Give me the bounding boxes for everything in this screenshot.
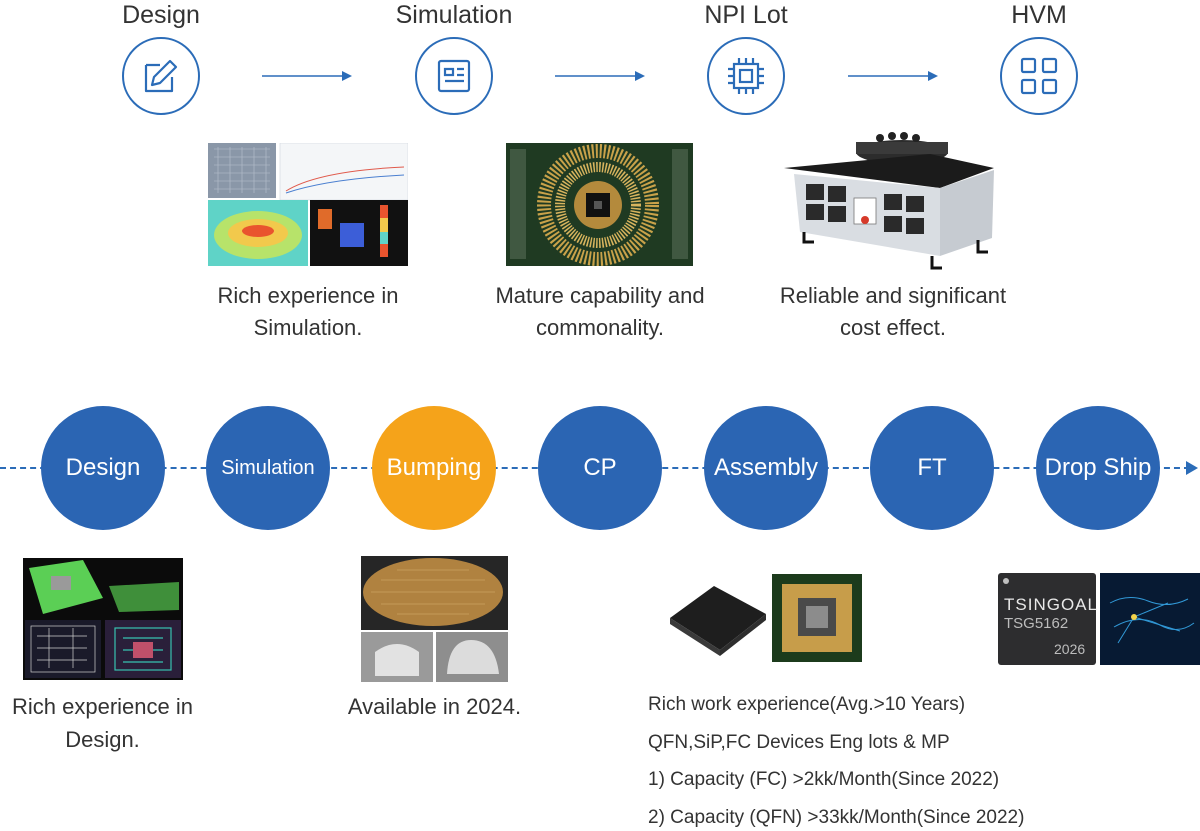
test-board-image — [506, 143, 693, 266]
hvm-caption: Reliable and significant cost effect. — [753, 280, 1033, 344]
flow-arrow-icon — [262, 71, 352, 81]
caption-line: commonality. — [536, 315, 664, 340]
detail-line: Rich work experience(Avg.>10 Years) — [648, 694, 966, 715]
wafer-bumping-image — [361, 556, 508, 682]
grid-icon — [1000, 37, 1078, 115]
chip-date-code: 2026 — [1054, 641, 1086, 657]
stage-title: HVM — [1011, 1, 1067, 29]
stage-title: NPI Lot — [704, 1, 788, 29]
layout-icon — [415, 37, 493, 115]
arrow-right-icon — [1186, 461, 1198, 475]
simulation-results-image — [208, 143, 408, 266]
caption-line: Mature capability and — [495, 283, 705, 308]
step-assembly: Assembly — [704, 406, 828, 530]
step-cp: CP — [538, 406, 662, 530]
caption-line: Reliable and significant — [779, 283, 1007, 308]
caption-line: Design. — [65, 727, 140, 752]
caption-line: Rich experience in — [12, 694, 193, 719]
step-bumping: Bumping — [372, 406, 496, 530]
chip-brand-marking: TSINGOAL — [1004, 595, 1098, 614]
step-simulation: Simulation — [206, 406, 330, 530]
final-product-image: TSINGOAL TSG5162 2026 — [998, 573, 1200, 665]
packaged-chips-image — [668, 572, 864, 664]
step-drop-ship: Drop Ship — [1036, 406, 1160, 530]
detail-line: 1) Capacity (FC) >2kk/Month(Since 2022) — [648, 769, 1000, 790]
step-ft: FT — [870, 406, 994, 530]
flow-arrow-icon — [848, 71, 938, 81]
chip-icon — [707, 37, 785, 115]
simulation-caption: Rich experience in Simulation. — [168, 280, 448, 344]
stage-title: Simulation — [395, 1, 513, 29]
edit-icon — [122, 37, 200, 115]
step-design: Design — [41, 406, 165, 530]
flow-arrow-icon — [555, 71, 645, 81]
caption-line: cost effect. — [840, 315, 946, 340]
bumping-caption: Available in 2024. — [347, 694, 522, 719]
detail-line: QFN,SiP,FC Devices Eng lots & MP — [648, 732, 950, 753]
test-handler-image — [780, 128, 998, 273]
caption-line: Simulation. — [253, 315, 363, 340]
layout-design-image — [23, 558, 183, 680]
stage-title: Design — [122, 1, 200, 29]
npi-lot-caption: Mature capability and commonality. — [460, 280, 740, 344]
detail-line: 2) Capacity (QFN) >33kk/Month(Since 2022… — [648, 807, 1025, 828]
design-caption: Rich experience in Design. — [0, 690, 205, 756]
chip-part-marking: TSG5162 — [1004, 615, 1069, 632]
caption-line: Rich experience in — [217, 283, 399, 308]
